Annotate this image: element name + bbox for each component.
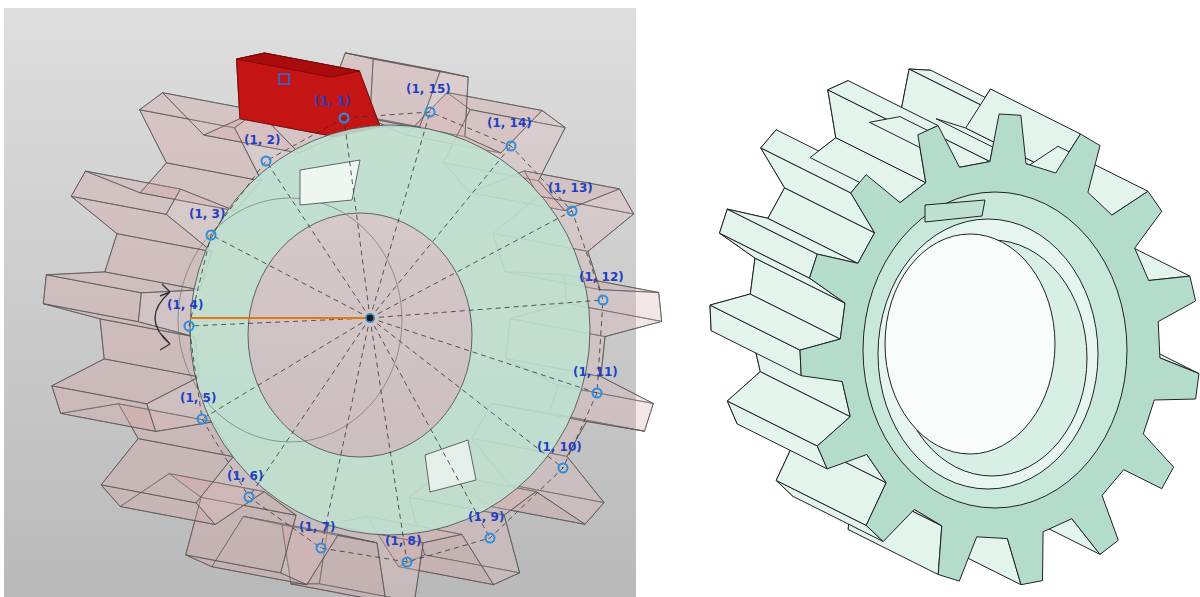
handle-square [279,74,289,84]
radial-line [370,211,572,318]
array-point [198,415,207,424]
point-label: (1, 2) [244,133,280,147]
bore-inner [885,234,1055,454]
array-point [403,558,412,567]
array-point [559,464,568,473]
array-point [262,157,271,166]
keyway [925,200,985,222]
point-label: (1, 10) [537,440,582,454]
selected-tooth [237,53,360,77]
point-label: (1, 5) [180,391,216,405]
radial-line [370,318,563,468]
array-point [185,322,194,331]
radial-line [370,112,430,318]
radial-line [370,300,603,318]
array-point [568,207,577,216]
array-point [340,114,349,123]
radial-line [370,146,511,318]
keyway [425,440,476,492]
reference-line [190,317,370,319]
radial-line [321,318,370,548]
gear-hub-face [190,125,590,535]
point-label: (1, 6) [227,469,263,483]
point-label: (1, 9) [468,510,504,524]
array-point [486,534,495,543]
radial-line [370,318,490,538]
array-point [426,108,435,117]
array-point [245,493,254,502]
gear-front-face [800,114,1199,585]
point-label: (1, 14) [487,116,532,130]
hub-face [863,192,1127,508]
point-label: (1, 4) [167,298,203,312]
point-label: (1, 7) [299,520,335,534]
rotate-handle [155,284,170,350]
point-label: (1, 12) [579,270,624,284]
point-label: (1, 1) [314,94,350,108]
radial-line [266,161,370,318]
point-label: (1, 11) [573,365,618,379]
array-point [317,544,326,553]
radial-line [202,318,370,419]
keyway [300,160,360,205]
array-point [599,296,608,305]
radial-line [370,318,407,562]
selected-tooth [237,53,381,137]
point-label: (1, 3) [189,207,225,221]
point-label: (1, 13) [548,181,593,195]
radial-line [249,318,370,497]
array-point [507,142,516,151]
radial-line [344,118,370,318]
radial-line [211,235,370,318]
pitch-circle [189,112,603,562]
point-label: (1, 8) [385,534,421,548]
radial-line [370,318,597,393]
point-label: (1, 15) [406,82,451,96]
center-point [366,314,374,322]
gear-front-face [138,71,661,597]
radial-line [189,318,370,326]
array-point [593,389,602,398]
hub-step [878,219,1098,489]
array-point [207,231,216,240]
